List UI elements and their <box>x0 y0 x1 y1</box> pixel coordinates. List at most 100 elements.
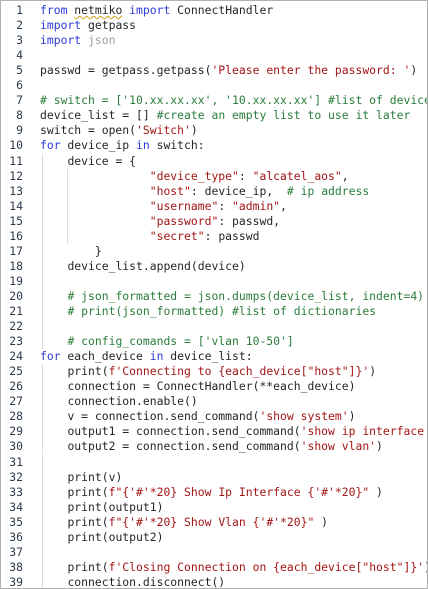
code-line[interactable]: 36 print(output2) <box>1 529 427 545</box>
code-token: , <box>280 198 287 213</box>
indent-guide <box>42 153 43 169</box>
code-line[interactable]: 14 "username": "admin", <box>1 198 427 214</box>
code-token: : <box>218 198 233 213</box>
code-line[interactable]: 33 print(f"{'#'*20} Show Ip Interface {'… <box>1 484 427 500</box>
indent-guide <box>42 319 43 335</box>
code-line[interactable]: 4 <box>1 48 427 63</box>
code-token: f'Connecting to {each_device["host"]}' <box>108 364 370 379</box>
code-text: print(f'Closing Connection on {each_devi… <box>40 559 427 575</box>
indent-guide <box>42 168 43 184</box>
code-line[interactable]: 15 "password": passwd, <box>1 213 427 229</box>
code-text: connection.disconnect() <box>40 575 225 588</box>
line-number: 24 <box>9 349 23 364</box>
code-line[interactable]: 37 <box>1 544 427 560</box>
code-line[interactable]: 13 "host": device_ip, # ip address <box>1 183 427 199</box>
code-line[interactable]: 27 connection.enable() <box>1 394 427 410</box>
code-line[interactable]: 6 <box>1 78 427 93</box>
code-token: #create an empty list to use it later <box>156 108 411 123</box>
code-token: f'Closing Connection on {each_device["ho… <box>108 559 425 574</box>
code-line[interactable]: 11 device = { <box>1 153 427 169</box>
code-line[interactable]: 19 <box>1 273 427 289</box>
indent-guide <box>67 228 68 244</box>
indent-guide <box>42 529 43 545</box>
indent-guide <box>42 183 43 199</box>
line-number: 32 <box>9 469 23 484</box>
code-text: "username": "admin", <box>40 199 287 214</box>
code-line[interactable]: 22 <box>1 319 427 335</box>
code-line[interactable]: 34 print(output1) <box>1 499 427 515</box>
code-line[interactable]: 35 print(f"{'#'*20} Show Vlan {'#'*20}" … <box>1 514 427 530</box>
code-line[interactable]: 23 # config_comands = ['vlan 10-50'] <box>1 334 427 350</box>
code-token: passwd = getpass.getpass( <box>40 63 212 78</box>
code-text: output1 = connection.send_command('show … <box>40 424 427 439</box>
code-line[interactable]: 28 v = connection.send_command('show sys… <box>1 409 427 425</box>
code-token: netmiko <box>74 3 123 17</box>
line-number: 13 <box>9 183 23 198</box>
code-token: : passwd, <box>218 213 281 228</box>
indent-guide <box>42 213 43 229</box>
line-number: 33 <box>9 484 23 499</box>
code-text: for each_device in device_list: <box>40 349 253 364</box>
indent-guide <box>42 574 43 588</box>
code-text: print(f"{'#'*20} Show Vlan {'#'*20}" ) <box>40 515 328 530</box>
code-line[interactable]: 7# switch = ['10.xx.xx.xx', '10.xx.xx.xx… <box>1 93 427 108</box>
code-line[interactable]: 12 "device_type": "alcatel_aos", <box>1 168 427 184</box>
indent-guide <box>42 469 43 485</box>
code-token: "alcatel_aos" <box>252 168 342 183</box>
code-token: getpass <box>81 18 137 33</box>
code-token: print( <box>67 364 109 379</box>
code-line[interactable]: 30 output2 = connection.send_command('sh… <box>1 439 427 455</box>
indent-guide <box>67 168 68 184</box>
code-line[interactable]: 21 # print(json_formatted) #list of dict… <box>1 304 427 319</box>
code-line[interactable]: 29 output1 = connection.send_command('sh… <box>1 424 427 440</box>
code-line[interactable]: 32 print(v) <box>1 469 427 485</box>
line-number: 20 <box>9 288 23 303</box>
line-number: 6 <box>16 78 23 93</box>
code-line[interactable]: 16 "secret": passwd <box>1 228 427 244</box>
code-line[interactable]: 25 print(f'Connecting to {each_device["h… <box>1 364 427 380</box>
code-line[interactable]: 38 print(f'Closing Connection on {each_d… <box>1 559 427 575</box>
code-line[interactable]: 39 connection.disconnect() <box>1 574 427 588</box>
code-token: output2 = connection.send_command( <box>67 439 301 454</box>
code-text: # json_formatted = json.dumps(device_lis… <box>40 289 424 304</box>
line-number: 37 <box>9 544 23 559</box>
indent-guide <box>42 198 43 214</box>
code-text: # print(json_formatted) #list of diction… <box>40 304 376 319</box>
code-line[interactable]: 26 connection = ConnectHandler(**each_de… <box>1 379 427 395</box>
code-token: # print(json_formatted) #list of diction… <box>67 304 377 318</box>
code-token: switch: <box>149 138 205 153</box>
code-token: ) <box>376 439 383 454</box>
indent-guide <box>42 409 43 425</box>
code-token: : device_ip, <box>190 183 287 198</box>
code-token: ) <box>369 364 377 379</box>
code-text: } <box>40 244 102 259</box>
code-token: in <box>149 349 164 364</box>
indent-guide <box>42 273 43 289</box>
line-number: 25 <box>9 364 23 379</box>
code-token: for <box>40 138 61 153</box>
code-token: 'show system' <box>259 409 349 424</box>
code-line[interactable]: 17 } <box>1 243 427 259</box>
code-text: device_list.append(device) <box>40 259 245 274</box>
line-number: 28 <box>9 409 23 424</box>
indent-guide <box>67 213 68 229</box>
line-number: 30 <box>9 439 23 454</box>
code-line[interactable]: 20 # json_formatted = json.dumps(device_… <box>1 288 427 304</box>
line-number: 19 <box>9 273 23 288</box>
code-line[interactable]: 18 device_list.append(device) <box>1 258 427 274</box>
code-token <box>67 199 149 213</box>
code-line[interactable]: 24 for each_device in device_list: <box>1 349 427 364</box>
code-token: # switch = ['10.xx.xx.xx', '10.xx.xx.xx'… <box>40 93 428 108</box>
indent-guide <box>42 454 43 470</box>
code-line[interactable]: 31 <box>1 454 427 470</box>
code-text: print(output1) <box>40 500 163 515</box>
line-number: 5 <box>16 63 23 78</box>
